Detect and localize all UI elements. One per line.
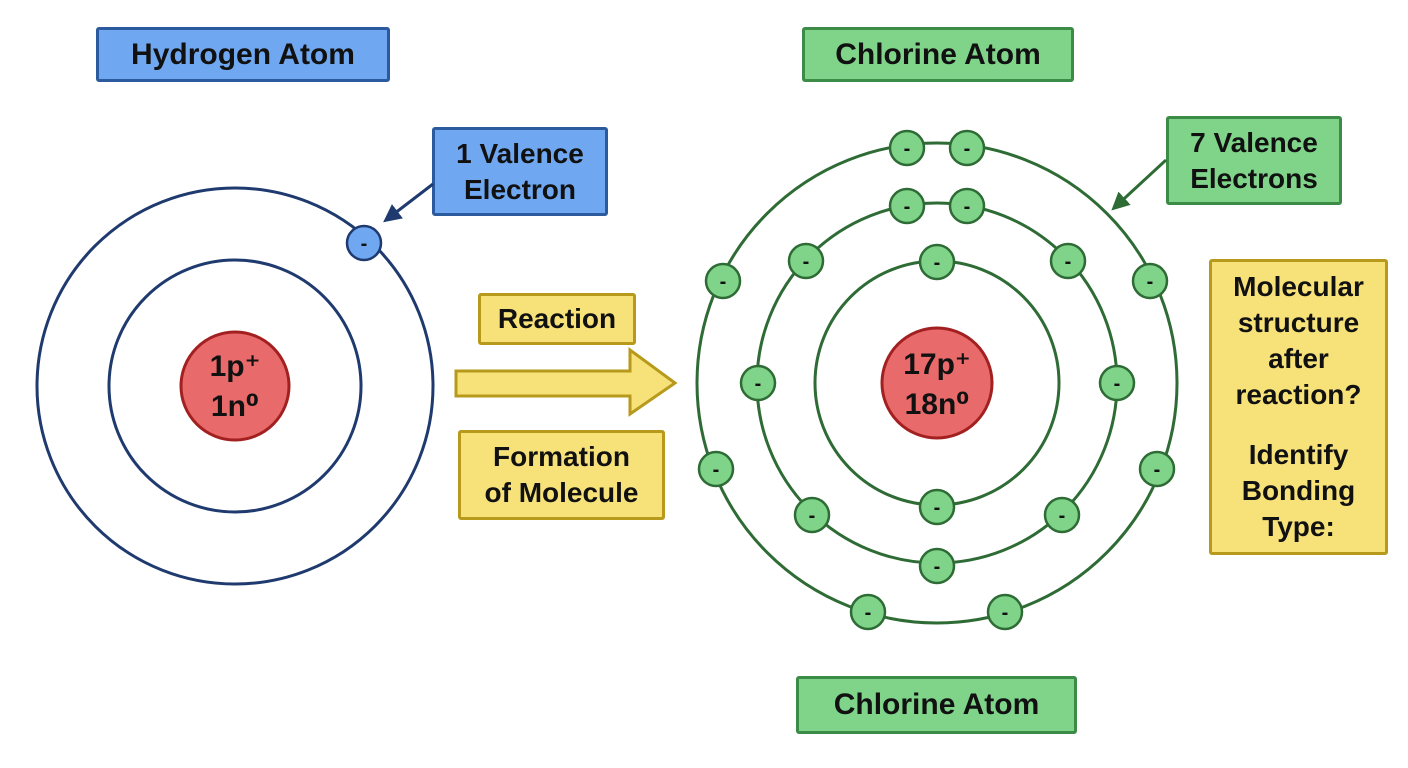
chlorine-electron-symbol: -: [809, 505, 816, 527]
cl-valence-line2: Electrons: [1190, 162, 1318, 194]
chlorine-electron-symbol: -: [1065, 251, 1072, 273]
chlorine-electron-symbol: -: [1002, 602, 1009, 624]
cl-valence-pointer: [1111, 158, 1168, 211]
chlorine-electron: -: [739, 364, 777, 402]
chlorine-shell-3: [695, 141, 1179, 625]
chlorine-electrons: - - - - - - - - - - - - - - - - - - -: [697, 129, 1176, 631]
question-line3: after: [1268, 343, 1329, 374]
chlorine-electron-symbol: -: [713, 459, 720, 481]
chlorine-electron: -: [888, 187, 926, 225]
chlorine-electron-symbol: -: [803, 251, 810, 273]
chlorine-electron-symbol: -: [904, 196, 911, 218]
chlorine-atom: 17p⁺ 18n⁰ - - - - - - - - - - - - - - - - - - -: [695, 129, 1179, 631]
chlorine-electron: -: [986, 593, 1024, 631]
h-valence-line1: 1 Valence: [456, 137, 584, 169]
chlorine-electron-symbol: -: [755, 373, 762, 395]
chlorine-electron-symbol: -: [1059, 505, 1066, 527]
chlorine-electron-symbol: -: [1114, 373, 1121, 395]
hydrogen-title: Hydrogen Atom: [96, 27, 390, 82]
hydrogen-protons: 1p⁺: [210, 350, 261, 383]
chlorine-electron: -: [948, 187, 986, 225]
chlorine-electron-symbol: -: [865, 602, 872, 624]
chlorine-electron-symbol: -: [720, 271, 727, 293]
reaction-label-text: Reaction: [497, 303, 617, 334]
chlorine-electron: -: [787, 242, 825, 280]
chlorine-protons: 17p⁺: [903, 348, 971, 381]
chlorine-electron: -: [1138, 450, 1176, 488]
chlorine-electron: -: [948, 129, 986, 167]
chlorine-electron: -: [697, 450, 735, 488]
question-line7: Type:: [1262, 511, 1335, 542]
hydrogen-electron-symbol: -: [361, 233, 368, 255]
h-valence-callout: 1 Valence Electron: [432, 127, 608, 216]
chlorine-electron-symbol: -: [964, 196, 971, 218]
formation-label: Formation of Molecule: [458, 430, 665, 520]
hydrogen-atom: 1p⁺ 1n⁰ -: [35, 186, 435, 586]
hydrogen-outer-orbit: [35, 186, 435, 586]
formation-line2: of Molecule: [484, 477, 639, 508]
chlorine-nucleus: [880, 326, 994, 440]
chlorine-electron-symbol: -: [904, 138, 911, 160]
chlorine-electron: -: [1043, 496, 1081, 534]
h-valence-line2: Electron: [463, 173, 577, 205]
chlorine-electron-symbol: -: [1154, 459, 1161, 481]
chlorine-electron: -: [918, 243, 956, 281]
formation-line1: Formation: [493, 441, 630, 472]
chlorine-electron: -: [1049, 242, 1087, 280]
chlorine-title-top-text: Chlorine Atom: [835, 37, 1041, 71]
chlorine-electron-symbol: -: [934, 252, 941, 274]
hydrogen-inner-orbit: [107, 258, 363, 514]
question-line2: structure: [1237, 307, 1360, 338]
cl-valence-callout: 7 Valence Electrons: [1166, 116, 1342, 205]
chlorine-neutrons: 18n⁰: [905, 388, 970, 421]
chlorine-electron: -: [918, 488, 956, 526]
hydrogen-title-text: Hydrogen Atom: [131, 37, 355, 71]
chlorine-electron-symbol: -: [1147, 271, 1154, 293]
chlorine-electron-symbol: -: [934, 497, 941, 519]
chlorine-electron: -: [1131, 262, 1169, 300]
question-line5: Identify: [1248, 439, 1349, 470]
cl-valence-line1: 7 Valence: [1190, 126, 1318, 158]
h-valence-pointer: [383, 182, 434, 223]
chlorine-electron: -: [704, 262, 742, 300]
question-box: Molecular structure after reaction? Iden…: [1209, 259, 1388, 555]
reaction-label: Reaction: [478, 293, 636, 345]
chlorine-electron: -: [849, 593, 887, 631]
chlorine-electron-symbol: -: [964, 138, 971, 160]
reaction-arrow: [454, 347, 678, 417]
hydrogen-nucleus: [179, 330, 291, 442]
chlorine-title-bottom-text: Chlorine Atom: [833, 688, 1040, 721]
chlorine-electron: -: [888, 129, 926, 167]
hydrogen-neutrons: 1n⁰: [211, 390, 259, 423]
question-line1: Molecular: [1233, 271, 1364, 302]
chlorine-title-bottom: Chlorine Atom: [796, 676, 1077, 734]
chlorine-electron: -: [1098, 364, 1136, 402]
question-line4: reaction?: [1235, 379, 1362, 410]
chlorine-electron-symbol: -: [934, 556, 941, 578]
question-line6: Bonding: [1241, 475, 1356, 506]
chlorine-title-top: Chlorine Atom: [802, 27, 1074, 82]
chlorine-electron: -: [918, 547, 956, 585]
chlorine-electron: -: [793, 496, 831, 534]
hydrogen-valence-electron: -: [345, 224, 383, 262]
